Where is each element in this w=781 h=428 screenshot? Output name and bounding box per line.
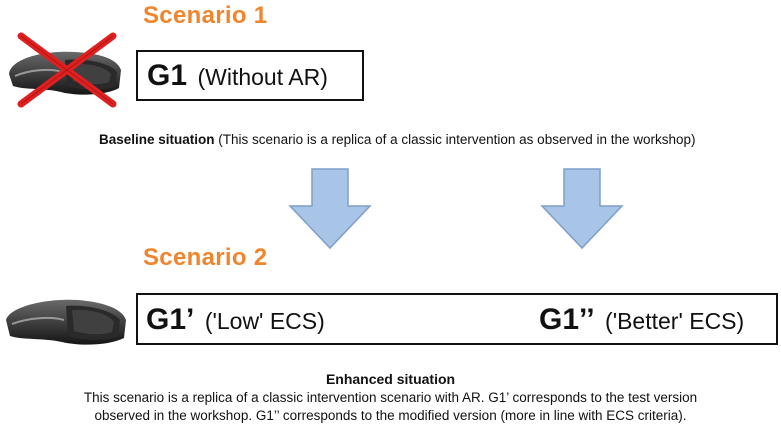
g1-prime-sub-label: ('Low' ECS) (204, 308, 325, 334)
ar-headset-icon (6, 299, 126, 345)
headset (4, 290, 128, 356)
baseline-title: Baseline situation (99, 132, 215, 147)
g1-label: G1 (147, 59, 188, 92)
down-arrow-left (288, 168, 372, 250)
g1-prime-label: G1’ (146, 303, 195, 336)
g1-double-prime-sub-label: ('Better' ECS) (605, 308, 745, 334)
baseline-caption: Baseline situation (This scenario is a r… (99, 132, 696, 147)
g1-sub-label: (Without AR) (197, 64, 328, 90)
g1-double-prime-label: G1’’ (539, 303, 595, 336)
scenario-2-title: Scenario 2 (143, 244, 268, 271)
enhanced-title: Enhanced situation (325, 371, 456, 387)
headset-crossed (5, 30, 125, 110)
g1-variants-box: G1’ ('Low' ECS) G1’’ ('Better' ECS) (136, 293, 778, 345)
enhanced-line-1: This scenario is a replica of a classic … (83, 390, 698, 405)
scenario-1-title: Scenario 1 (143, 2, 268, 29)
red-cross-icon (17, 32, 117, 108)
enhanced-line-2: observed in the workshop. G1’’ correspon… (94, 408, 687, 423)
g1-box: G1 (Without AR) (136, 50, 364, 101)
baseline-text: (This scenario is a replica of a classic… (218, 132, 696, 147)
down-arrow-right (540, 168, 624, 250)
